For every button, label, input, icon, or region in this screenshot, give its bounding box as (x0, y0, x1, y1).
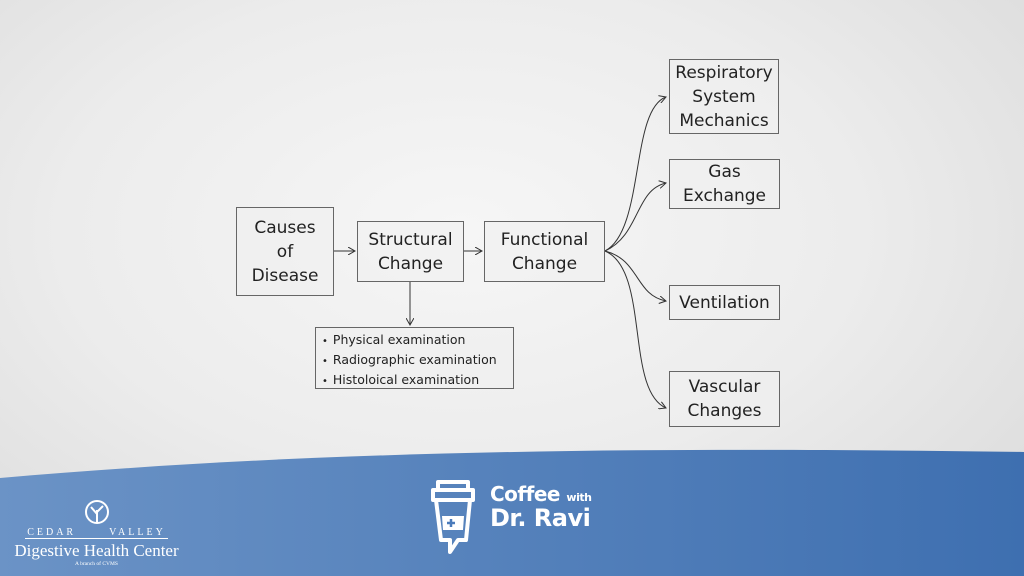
box-text: Respiratory (675, 62, 773, 83)
logo-with: with (566, 491, 592, 504)
box-text: Functional (500, 229, 589, 250)
box-text: Gas (708, 162, 741, 182)
list-item: Histoloical examination (322, 371, 513, 391)
logo-center-name: Digestive Health Center (14, 541, 179, 560)
coffee-with-dr-ravi-logo: Coffee with Dr. Ravi (490, 482, 592, 532)
logo-branch: A branch of CVMS (75, 561, 118, 567)
logo-valley: VALLEY (109, 527, 166, 538)
logo-doctor: Dr. Ravi (490, 504, 591, 532)
box-text: System (692, 86, 756, 107)
box-text: Vascular (688, 377, 761, 397)
examination-list: Physical examination Radiographic examin… (315, 327, 514, 389)
list-item: Radiographic examination (322, 351, 513, 371)
arrow-to-gas (604, 183, 666, 252)
box-text: Change (377, 253, 444, 274)
box-text: Changes (687, 401, 762, 421)
box-text: Change (511, 253, 578, 274)
arrow-to-ventilation (604, 250, 666, 301)
box-text: Ventilation (679, 292, 770, 313)
logo-cedar: CEDAR (27, 527, 77, 538)
box-text: Mechanics (679, 110, 769, 131)
cedar-valley-logo: CEDAR VALLEY Digestive Health Center A b… (14, 498, 179, 567)
box-text: of (276, 241, 294, 262)
arrow-to-respiratory (604, 97, 666, 252)
box-text: Exchange (682, 186, 767, 206)
box-text: Disease (251, 265, 319, 286)
box-text: Causes (254, 217, 316, 238)
box-text: Structural (368, 229, 453, 250)
list-item: Physical examination (322, 331, 513, 351)
logo-coffee: Coffee (490, 482, 560, 506)
tree-icon (84, 500, 109, 524)
ventilation-box: Ventilation (669, 285, 780, 320)
coffee-cup-icon (431, 480, 475, 554)
arrow-to-vascular (604, 250, 666, 408)
